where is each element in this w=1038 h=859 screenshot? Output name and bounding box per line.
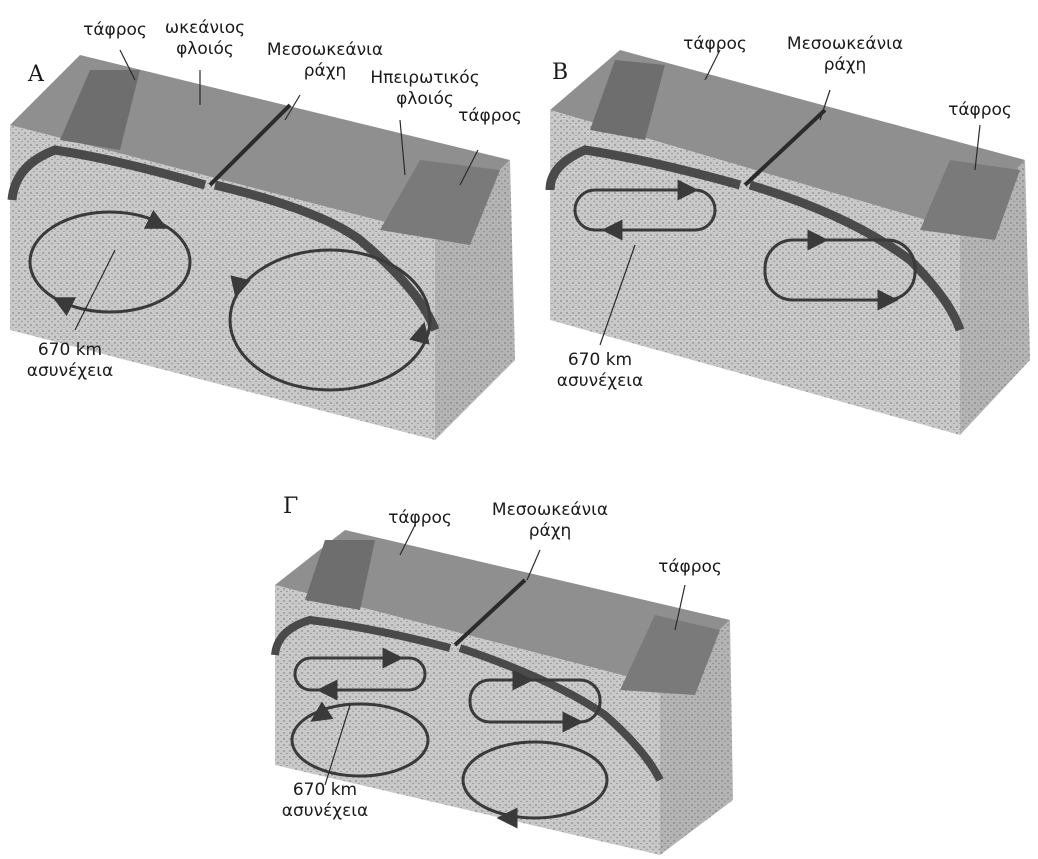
label-discontinuity-b: 670 km ασυνέχεια <box>540 350 660 392</box>
panel-letter-a: A <box>28 62 44 87</box>
panel-c: Γ τάφρος Μεσοωκεάνια ράχη τάφρος 670 km … <box>265 480 765 859</box>
panel-letter-b: B <box>552 60 568 85</box>
label-trench-right-c: τάφρος <box>640 557 740 578</box>
label-continental-crust-a: Ηπειρωτικός φλοιός <box>350 68 500 110</box>
label-discontinuity-a: 670 km ασυνέχεια <box>10 340 130 382</box>
label-discontinuity-c: 670 km ασυνέχεια <box>265 780 385 822</box>
label-trench-left-b: τάφρος <box>670 34 760 55</box>
label-trench-right-a: τάφρος <box>445 106 535 127</box>
label-trench-left-a: τάφρος <box>70 20 160 41</box>
label-ridge-c: Μεσοωκεάνια ράχη <box>475 500 625 542</box>
label-oceanic-crust-a: ωκεάνιος φλοιός <box>150 18 260 60</box>
label-trench-left-c: τάφρος <box>375 508 465 529</box>
label-ridge-b: Μεσοωκεάνια ράχη <box>770 34 920 76</box>
panel-a: A τάφρος ωκεάνιος φλοιός Μεσοωκεάνια ράχ… <box>0 0 540 450</box>
panel-letter-c: Γ <box>283 494 298 519</box>
panel-b: B τάφρος Μεσοωκεάνια ράχη τάφρος 670 km … <box>530 0 1038 450</box>
label-trench-right-b: τάφρος <box>930 100 1030 121</box>
